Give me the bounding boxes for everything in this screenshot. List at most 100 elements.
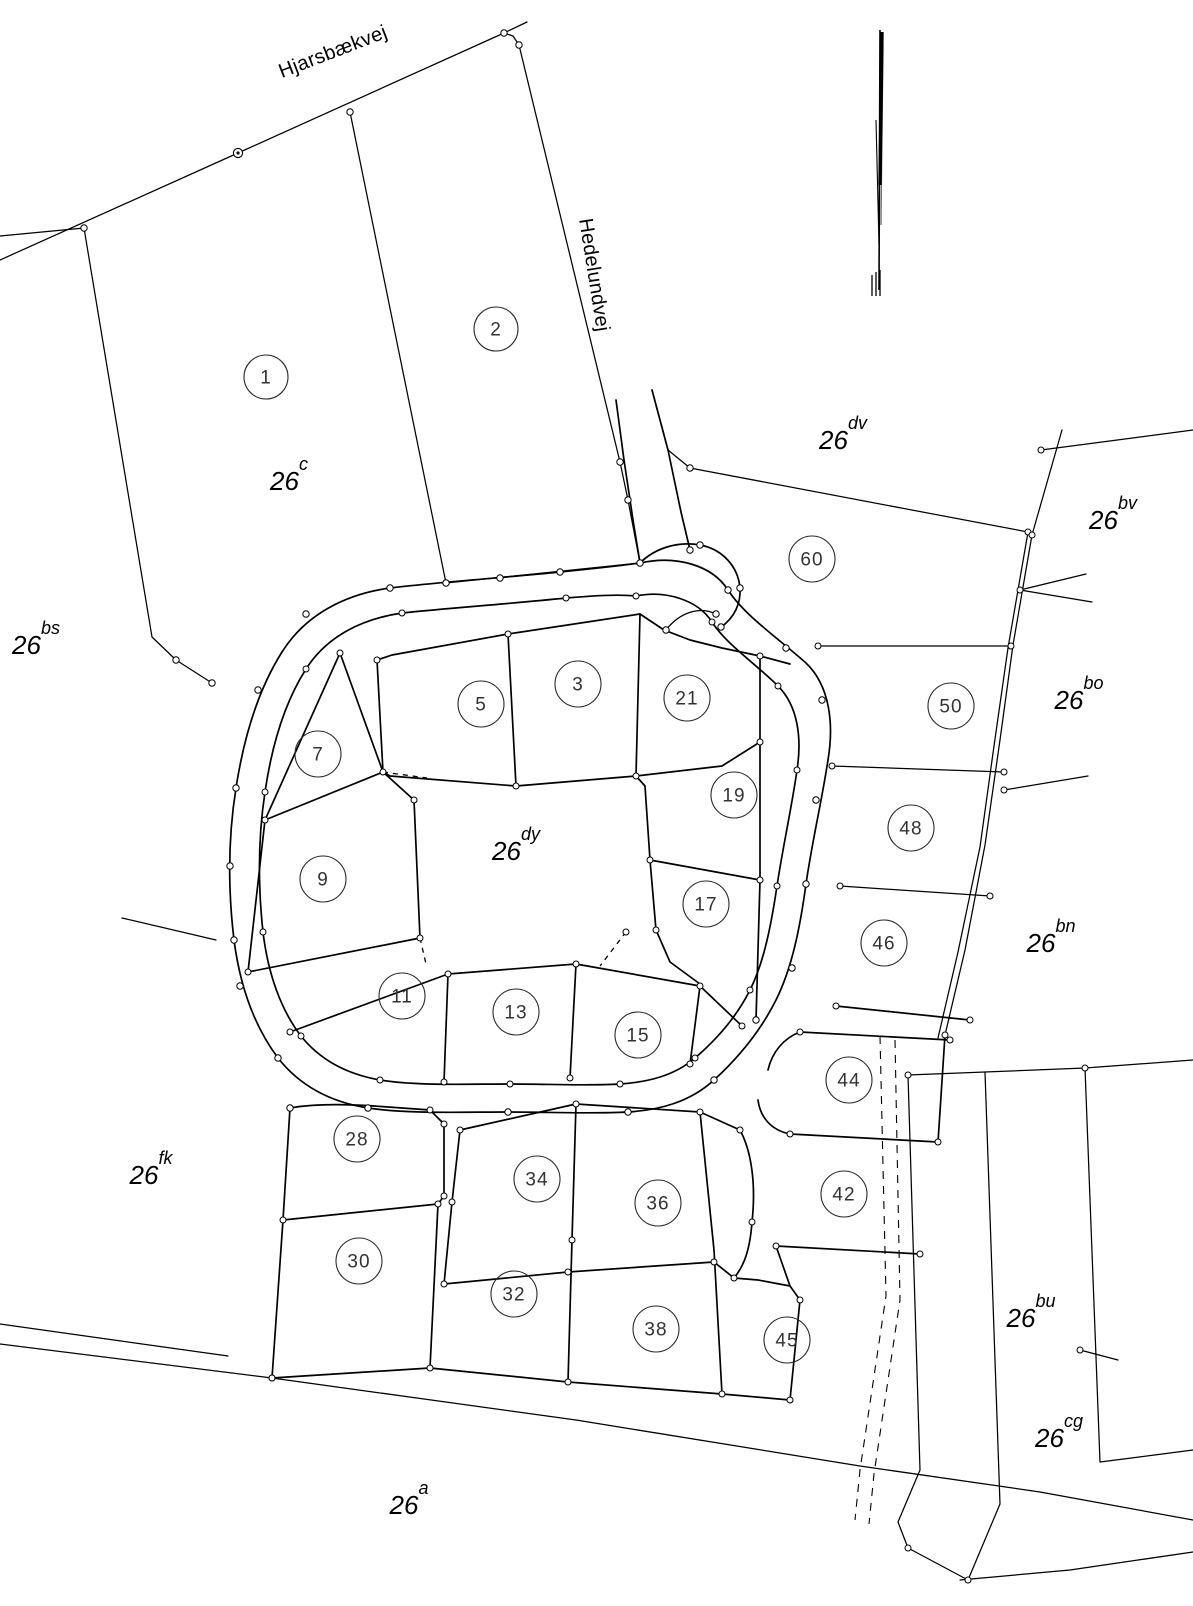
parcel-id-label: 26bs [11,618,60,660]
parcel-26bu-26cg [854,1035,1193,1581]
parcel-id-label: 26bn [1026,916,1076,958]
parcel-id-base: 26 [491,836,521,866]
lot-circle-icon [378,972,426,1020]
lot-number-label: 13 [504,1003,527,1024]
lot-marker[interactable]: 32 [490,1270,538,1318]
parcel-id-base: 26 [1034,1423,1064,1453]
lot-number-label: 34 [525,1170,548,1191]
north-arrow-icon [871,29,884,296]
lot-circle-icon [788,535,836,583]
lot-circle-icon [299,855,347,903]
parcel-id-base: 26 [818,425,848,455]
lot-marker[interactable]: 38 [632,1305,680,1353]
lot-marker[interactable]: 28 [333,1115,381,1163]
parcel-id-base: 26 [1088,505,1118,535]
lot-number-label: 28 [345,1130,368,1151]
lot-number-label: 48 [899,819,922,840]
lot-circle-icon [632,1305,680,1353]
parcel-id-group: 26c26bs26dv26bv26bo26bn26dy26fk26bu26cg2… [11,413,1138,1520]
lot-marker[interactable]: 50 [927,682,975,730]
lot-marker[interactable]: 3 [554,660,602,708]
lot-circle-icon [294,730,342,778]
lot-circle-icon [682,880,730,928]
lot-circle-icon [763,1316,811,1364]
lot-marker[interactable]: 60 [788,535,836,583]
lot-marker[interactable]: 1 [243,354,289,400]
lot-boundaries-east-block [757,645,1012,1255]
lot-number-label: 15 [626,1026,649,1047]
lot-number-label: 50 [939,697,962,718]
lot-circle-icon [492,988,540,1036]
parcel-id-suffix: c [299,454,308,474]
lot-marker[interactable]: 7 [294,730,342,778]
lot-marker[interactable]: 42 [820,1170,868,1218]
lot-circle-icon [820,1170,868,1218]
lot-circle-icon [887,804,935,852]
lot-marker[interactable]: 44 [825,1056,873,1104]
parcel-id-label: 26cg [1034,1411,1083,1453]
lot-circle-icon [243,354,289,400]
lot-number-label: 1 [260,368,272,389]
lot-marker[interactable]: 45 [763,1316,811,1364]
parcel-id-base: 26 [269,466,299,496]
parcel-id-base: 26 [1026,928,1056,958]
parcel-id-label: 26bu [1006,1291,1056,1333]
lot-number-label: 11 [391,987,413,1008]
parcel-id-label: 26c [269,454,308,496]
lot-marker[interactable]: 19 [710,771,758,819]
lot-circle-icon [927,682,975,730]
parcel-id-suffix: bu [1035,1291,1055,1311]
parcel-id-suffix: dv [848,413,868,433]
lot-marker[interactable]: 34 [513,1155,561,1203]
lot-circle-icon [710,771,758,819]
surrounding-boundaries [0,917,1193,1581]
parcel-id-label: 26fk [129,1148,174,1190]
lot-circle-icon [490,1270,538,1318]
road-ring-26dy-inner [258,593,800,1086]
lot-marker[interactable]: 48 [887,804,935,852]
parcel-id-base: 26 [129,1160,159,1190]
lot-number-label: 30 [347,1252,370,1273]
parcel-id-base: 26 [1054,685,1084,715]
lot-marker[interactable]: 46 [860,919,908,967]
parcel-id-label: 26bo [1054,673,1104,715]
parcel-id-suffix: fk [158,1148,173,1168]
lot-number-label: 17 [694,895,717,916]
parcel-id-base: 26 [11,630,41,660]
lot-number-label: 32 [502,1285,525,1306]
lot-marker[interactable]: 30 [335,1237,383,1285]
lot-marker[interactable]: 2 [473,306,519,352]
road-hedelundvej-spur [615,389,741,631]
vertex-markers [80,29,1089,1584]
lot-number-label: 60 [800,550,823,571]
lot-number-label: 36 [646,1194,669,1215]
lot-marker[interactable]: 9 [299,855,347,903]
lot-number-label: 5 [475,695,487,716]
parcel-id-suffix: cg [1064,1411,1083,1431]
lot-marker[interactable]: 11 [378,972,426,1020]
road-ring-26dy-outer [228,559,832,1114]
parcel-id-base: 26 [1006,1303,1036,1333]
parcel-id-base: 26 [389,1490,419,1520]
lot-marker[interactable]: 5 [457,680,505,728]
lot-circle-icon [333,1115,381,1163]
lot-circle-icon [663,674,711,722]
lot-circle-icon [473,306,519,352]
lot-marker[interactable]: 21 [663,674,711,722]
lot-circle-icon [860,919,908,967]
lot-marker[interactable]: 17 [682,880,730,928]
lot-marker[interactable]: 13 [492,988,540,1036]
lot-marker[interactable]: 15 [614,1011,662,1059]
parcel-id-label: 26dv [818,413,868,455]
lot-marker[interactable]: 36 [634,1179,682,1227]
parcel-id-suffix: bs [41,618,60,638]
road-hjarsbaekvej [0,21,528,261]
lot-number-label: 42 [832,1185,855,1206]
lot-number-label: 2 [490,320,502,341]
lot-number-label: 45 [775,1331,798,1352]
lot-circle-icon [614,1011,662,1059]
lot-number-label: 7 [312,745,324,766]
lot-number-label: 21 [675,689,698,710]
